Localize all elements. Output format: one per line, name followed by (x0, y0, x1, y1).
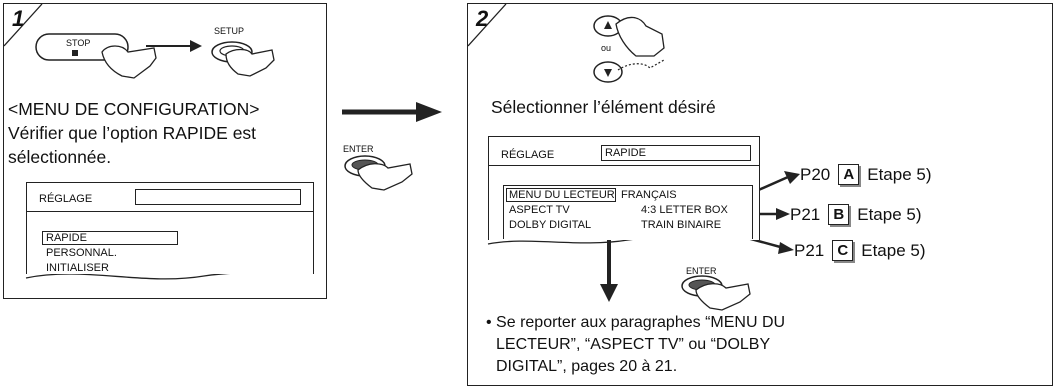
rows-frame (503, 185, 753, 239)
setup-button-label: SETUP (214, 26, 245, 36)
menu-item-rapide[interactable]: RAPIDE (46, 232, 87, 244)
step-2-screen: RÉGLAGE RAPIDE MENU DU LECTEUR FRANÇAIS … (488, 136, 760, 240)
step-2-enter-label: ENTER (686, 266, 717, 276)
step-2-drawing (468, 4, 800, 311)
menu-item-personnal[interactable]: PERSONNAL. (46, 247, 117, 259)
screen-title-field (135, 189, 301, 205)
screen-divider (27, 211, 313, 212)
step-1-number: 1 (12, 6, 25, 31)
step-1-heading: <MENU DE CONFIGURATION> (8, 99, 260, 119)
step-2-panel: 2 ou Sélectionner l’élément désiré RÉGLA… (467, 3, 1053, 386)
stop-button-label: STOP (66, 38, 91, 48)
page-ref-b-step: Etape 5) (857, 204, 922, 224)
page-ref-b-page: P21 (790, 204, 821, 224)
selected-item-box (42, 231, 178, 245)
step-2-instruction: Sélectionner l’élément désiré (491, 97, 716, 117)
page-ref-a-step: Etape 5) (867, 164, 932, 184)
page-ref-c-page: P21 (794, 240, 825, 260)
row-label-menu-du-lecteur[interactable]: MENU DU LECTEUR (509, 189, 615, 201)
note-line2: LECTEUR”, “ASPECT TV” ou “DOLBY (496, 336, 771, 353)
row-value-dolby-digital: TRAIN BINAIRE (641, 219, 722, 231)
page-ref-a: P20 A Etape 5) (800, 164, 932, 185)
screen-title: RÉGLAGE (501, 149, 555, 161)
screen-divider (489, 165, 759, 166)
step-1-text-line2: sélectionnée. (8, 147, 112, 167)
screen-title-value: RAPIDE (605, 147, 646, 159)
row-value-aspect-tv: 4:3 LETTER BOX (641, 204, 728, 216)
ou-label: ou (601, 43, 612, 53)
step-1-text-line1: Vérifier que l’option RAPIDE est (8, 123, 257, 143)
page-ref-b-letter: B (828, 204, 850, 225)
step-1-screen: RÉGLAGE RAPIDE PERSONNAL. INITIALISER (26, 182, 314, 274)
menu-item-initialiser[interactable]: INITIALISER (46, 262, 109, 274)
page-ref-c: P21 C Etape 5) (794, 240, 926, 261)
page-ref-b: P21 B Etape 5) (790, 204, 922, 225)
step-1-drawing (4, 4, 315, 280)
row-label-aspect-tv[interactable]: ASPECT TV (509, 204, 570, 216)
row-value-menu-du-lecteur: FRANÇAIS (621, 189, 677, 201)
row-label-dolby-digital[interactable]: DOLBY DIGITAL (509, 219, 592, 231)
screen-title: RÉGLAGE (39, 193, 93, 205)
screen-title-field (601, 145, 751, 161)
selected-row-box (506, 188, 616, 202)
note-line1: • Se reporter aux paragraphes “MENU DU (486, 314, 786, 331)
page-ref-c-letter: C (832, 240, 854, 261)
page-ref-c-step: Etape 5) (861, 240, 926, 260)
note-line3: DIGITAL”, pages 20 à 21. (496, 358, 678, 375)
step-2-number: 2 (476, 6, 489, 31)
page-ref-a-letter: A (838, 164, 860, 185)
enter-button-label: ENTER (343, 144, 374, 154)
page-ref-a-page: P20 (800, 164, 831, 184)
step-1-panel: 1 STOP SETUP <MENU DE CONFIGURATION> Vér… (3, 3, 327, 299)
